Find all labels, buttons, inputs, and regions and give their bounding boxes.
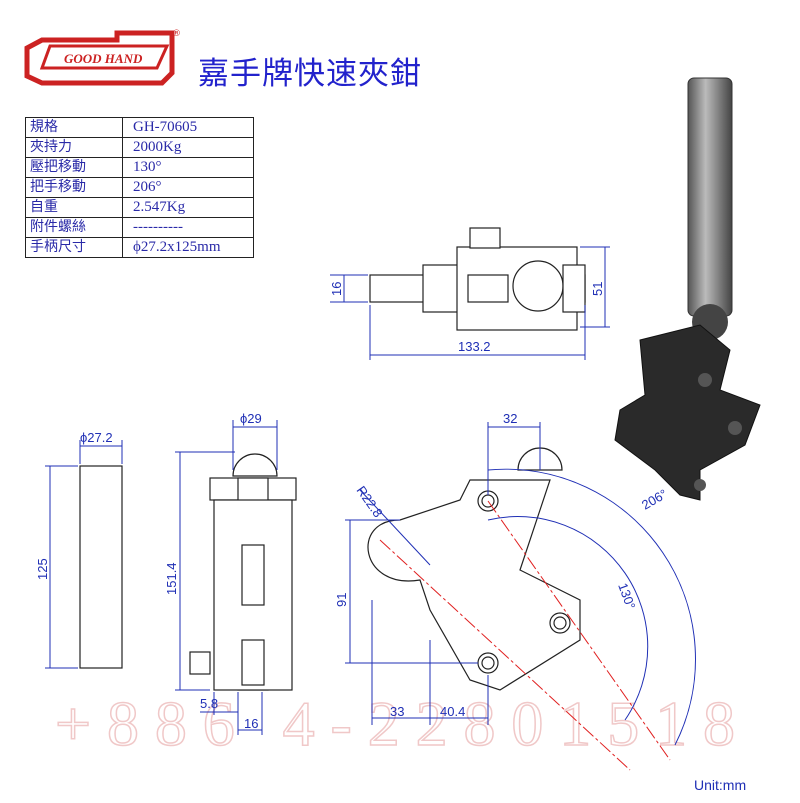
- spec-value: 2.547Kg: [122, 197, 254, 218]
- spec-value: ϕ27.2x125mm: [122, 237, 254, 258]
- spec-label: 手柄尺寸: [25, 237, 123, 258]
- spec-label: 壓把移動: [25, 157, 123, 178]
- unit-label: Unit:mm: [694, 777, 747, 793]
- spec-value: 2000Kg: [122, 137, 254, 158]
- dim-side-top: 32: [503, 411, 517, 426]
- dim-side-w1: 33: [390, 704, 404, 719]
- dim-handle-diameter: ϕ27.2: [80, 430, 113, 445]
- dim-angle-handle: 206°: [639, 486, 670, 512]
- dim-front-height: 151.4: [164, 562, 179, 595]
- watermark-phone: +886 4-22801518: [55, 688, 735, 759]
- product-3d-render: [614, 77, 761, 501]
- spec-label: 附件螺絲: [25, 217, 123, 238]
- top-view: [369, 227, 586, 331]
- dim-front-diameter: ϕ29: [240, 411, 262, 426]
- spec-value: ----------: [122, 217, 254, 238]
- good-hand-logo: GOOD HAND ®: [24, 29, 181, 86]
- dim-side-height: 91: [334, 593, 349, 607]
- dim-front-width: 16: [244, 716, 258, 731]
- dim-front-offset: 5.8: [200, 696, 218, 711]
- spec-value: 130°: [122, 157, 254, 178]
- logo-text: GOOD HAND: [64, 51, 143, 66]
- dim-top-bar: 16: [329, 282, 344, 296]
- spec-label: 把手移動: [25, 177, 123, 198]
- dim-top-width: 133.2: [458, 339, 491, 354]
- top-view-dims: [330, 246, 610, 360]
- front-view: [189, 453, 297, 691]
- dim-handle-length: 125: [35, 558, 50, 580]
- spec-label: 夾持力: [25, 137, 123, 158]
- spec-row: 附件螺絲----------: [25, 217, 254, 238]
- dim-radius: R22.8: [354, 483, 386, 520]
- page-title: 嘉手牌快速夾鉗: [198, 56, 422, 92]
- dim-top-height: 51: [590, 282, 605, 296]
- spec-label: 規格: [25, 117, 123, 138]
- registered-mark: ®: [172, 29, 181, 39]
- spec-label: 自重: [25, 197, 123, 218]
- dim-side-w2: 40.4: [440, 704, 465, 719]
- spec-value: GH-70605: [122, 117, 254, 138]
- dim-angle-press: 130°: [615, 581, 638, 611]
- spec-value: 206°: [122, 177, 254, 198]
- handle-view: [79, 465, 123, 669]
- side-view: [367, 447, 581, 691]
